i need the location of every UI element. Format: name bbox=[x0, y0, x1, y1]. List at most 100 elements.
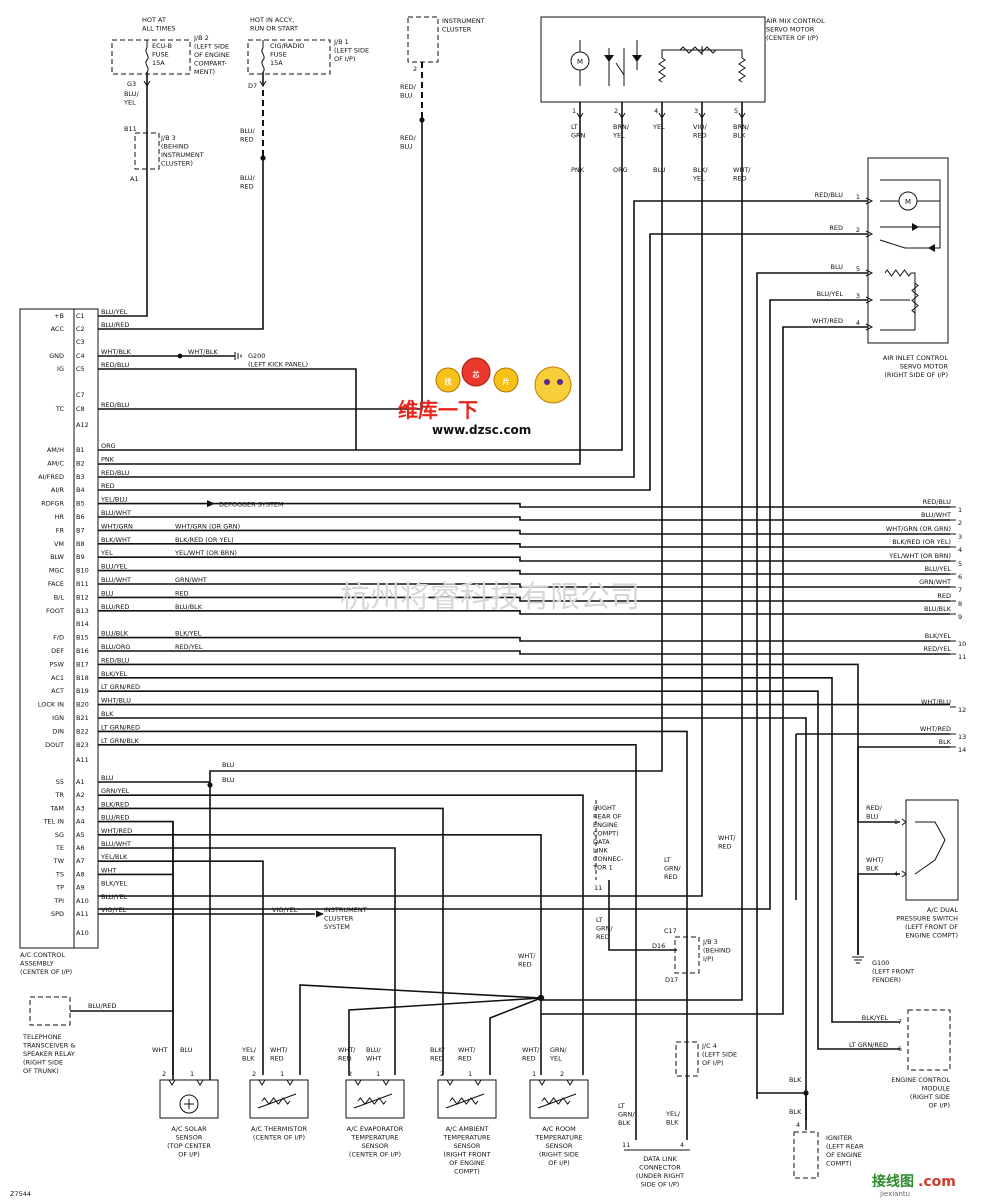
wire-sg-thermistor bbox=[299, 984, 542, 1075]
pin-label: 5 bbox=[856, 265, 860, 273]
pin-label: A3 bbox=[76, 804, 85, 812]
fuse-name: ECU-B bbox=[152, 42, 172, 50]
wire-color-label: RED/ bbox=[400, 134, 417, 142]
splice-dot bbox=[177, 353, 183, 359]
sensor-label: OF ENGINE bbox=[449, 1159, 485, 1167]
pin-label: B8 bbox=[76, 540, 85, 548]
pin-label: B9 bbox=[76, 553, 85, 561]
wire-color-label: BLK/RED bbox=[101, 800, 129, 808]
wire-color-label: ORG bbox=[613, 166, 628, 174]
wire-tam bbox=[98, 807, 444, 1075]
pin-label: B23 bbox=[76, 741, 89, 749]
sensor-label: A/C EVAPORATOR bbox=[347, 1125, 404, 1133]
terminal-name: MGC bbox=[49, 567, 65, 575]
switch-icon bbox=[879, 227, 941, 249]
thermistor-icon bbox=[257, 1093, 297, 1109]
instrument-cluster-label: INSTRUMENT bbox=[442, 17, 485, 25]
logo-bubble-icon bbox=[461, 357, 491, 387]
wire-color-label: BLU/WHT bbox=[101, 576, 131, 584]
telephone-label: TRANSCEIVER & bbox=[22, 1042, 75, 1050]
pin-label: 12 bbox=[958, 706, 966, 714]
wire-color-label: WHT/ bbox=[733, 166, 751, 174]
terminal-name: ACT bbox=[51, 687, 64, 695]
pin-label: C8 bbox=[76, 405, 85, 413]
terminal-name: LOCK IN bbox=[38, 701, 64, 709]
terminal-name: DIN bbox=[52, 727, 64, 735]
pin-label: A7 bbox=[76, 857, 85, 865]
wire-color-label: RED/ bbox=[400, 83, 417, 91]
connector-arrow bbox=[258, 1079, 266, 1086]
air-mix-servo-box bbox=[540, 16, 766, 103]
pressure-switch-label: PRESSURE SWITCH bbox=[896, 915, 958, 923]
wire-color-label: BLU/BLK bbox=[175, 603, 203, 611]
pin-label: 1 bbox=[468, 1070, 472, 1078]
wire-color-label: BLK/YEL bbox=[101, 880, 128, 888]
wire-ai-r bbox=[98, 233, 868, 491]
wire-color-label: PNK bbox=[571, 166, 585, 174]
pin-label: B10 bbox=[76, 567, 89, 575]
sensor-label: OF I/P) bbox=[178, 1151, 199, 1159]
pin-label: B18 bbox=[76, 674, 89, 682]
wire-am-h bbox=[98, 102, 623, 451]
connector-arrow bbox=[901, 818, 907, 826]
wire-color-label: WHT bbox=[101, 866, 116, 874]
jc4-label: J/C 4 bbox=[701, 1042, 717, 1050]
wire-color-label: BLK/YEL bbox=[925, 632, 952, 640]
pin-label: A1 bbox=[76, 778, 85, 786]
wire-color-label: WHT/ bbox=[522, 1046, 540, 1054]
fuse-icon bbox=[145, 47, 149, 73]
logo-badge-text: 芯 bbox=[473, 370, 480, 379]
wire-color-label: BRN/ bbox=[733, 123, 750, 131]
sensor-box bbox=[529, 1079, 589, 1119]
wire-color-label: BLK/ bbox=[430, 1046, 445, 1054]
wire-color-label: WHT/ bbox=[338, 1046, 356, 1054]
wire-color-label: LT GRN/RED bbox=[849, 1041, 888, 1049]
diagram-id: Z7544 bbox=[10, 1190, 31, 1198]
ground-g100-label: FENDER) bbox=[872, 976, 901, 984]
wire-bus bbox=[98, 529, 950, 535]
pin-label: B20 bbox=[76, 701, 89, 709]
telephone-label: (RIGHT SIDE bbox=[23, 1059, 63, 1067]
pin-label: B21 bbox=[76, 714, 89, 722]
splice-dot bbox=[207, 782, 213, 788]
wire-color-label: BLK bbox=[939, 738, 952, 746]
terminal-name: TC bbox=[55, 405, 65, 413]
sensor-label: TEMPERATURE bbox=[534, 1134, 582, 1142]
pin-label: A5 bbox=[76, 831, 85, 839]
mascot-eye-icon bbox=[544, 379, 550, 385]
terminal-name: TE bbox=[55, 844, 64, 852]
dlc1-label: TOR 1 bbox=[592, 864, 613, 872]
wire-color-label: BLU/YEL bbox=[101, 893, 128, 901]
sensor-box bbox=[345, 1079, 405, 1119]
pin-label: 4 bbox=[680, 1141, 684, 1149]
wire-acc bbox=[98, 158, 264, 330]
logo-brand: 维库一下 bbox=[398, 398, 478, 422]
terminal-name: TW bbox=[53, 857, 65, 865]
pin-label: B15 bbox=[76, 634, 89, 642]
wire-color-label: PNK bbox=[101, 455, 115, 463]
wire-bus bbox=[98, 556, 950, 562]
wire-color-label: LT GRN/RED bbox=[101, 723, 140, 731]
dlc-bottom-label: (UNDER RIGHT bbox=[636, 1172, 684, 1180]
resistor-icon bbox=[884, 269, 912, 277]
sensor-label: A/C SOLAR bbox=[171, 1125, 207, 1133]
air-mix-label: (CENTER OF I/P) bbox=[766, 34, 818, 42]
wire-color-label: WHT/RED bbox=[920, 725, 951, 733]
wire-color-label: WHT/GRN (OR GRN) bbox=[175, 522, 240, 530]
sensor-box bbox=[437, 1079, 497, 1119]
wire-color-label: RED bbox=[733, 175, 747, 183]
sensor-box bbox=[159, 1079, 219, 1119]
sensor-label: (RIGHT SIDE bbox=[539, 1151, 579, 1159]
dlc-bottom-label: DATA LINK bbox=[643, 1155, 677, 1163]
pin-label: D16 bbox=[652, 942, 665, 950]
ecm-box bbox=[907, 1009, 951, 1071]
pin-label: A6 bbox=[76, 844, 85, 852]
wire-ai-fred bbox=[98, 200, 868, 478]
wire-color-label: WHT bbox=[152, 1046, 167, 1054]
igniter-label: COMPT) bbox=[826, 1160, 852, 1168]
jb2-box bbox=[111, 39, 191, 75]
wire-color-label: BLU/YEL bbox=[101, 308, 128, 316]
corner-logo-dotcom: .com bbox=[918, 1174, 956, 1190]
wire-color-label: RED/BLU bbox=[101, 469, 130, 477]
wire-color-label: BLU bbox=[866, 813, 879, 821]
